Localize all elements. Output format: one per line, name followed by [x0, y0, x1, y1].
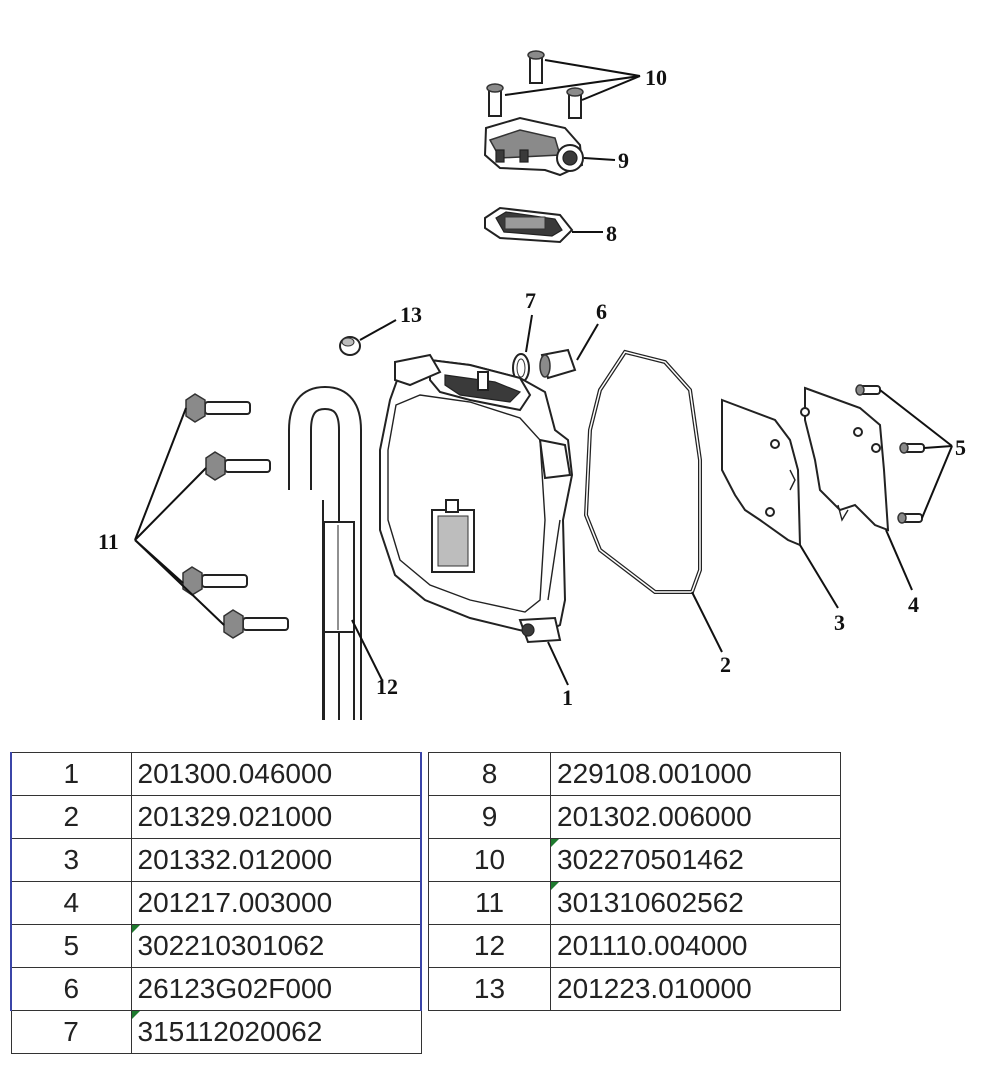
callout-6: 6 [576, 299, 607, 361]
part-number: 4 [10, 881, 132, 925]
part-number: 9 [428, 795, 551, 839]
callout-1: 1 [547, 641, 573, 710]
part-code: 201332.012000 [130, 838, 422, 882]
svg-text:2: 2 [720, 652, 731, 677]
part-number: 8 [428, 752, 551, 796]
part-11-bolts [182, 393, 289, 639]
callout-4: 4 [885, 529, 919, 617]
svg-text:4: 4 [908, 592, 919, 617]
callout-11: 11 [98, 407, 225, 626]
part-code: 201223.010000 [550, 967, 841, 1011]
part-code: 229108.001000 [550, 752, 841, 796]
part-code: 26123G02F000 [130, 967, 422, 1011]
svg-text:13: 13 [400, 302, 422, 327]
part-number: 12 [428, 924, 551, 968]
part-code: 201217.003000 [130, 881, 422, 925]
part-number: 2 [10, 795, 132, 839]
part-number: 3 [10, 838, 132, 882]
part-number: 11 [428, 881, 551, 925]
callout-7: 7 [525, 288, 536, 353]
part-number: 7 [10, 1010, 132, 1054]
svg-text:5: 5 [955, 435, 966, 460]
svg-text:11: 11 [98, 529, 119, 554]
part-7-o-ring [512, 353, 530, 383]
part-code: 201302.006000 [550, 795, 841, 839]
part-number: 1 [10, 752, 132, 796]
comment-flag-icon [131, 1011, 140, 1019]
comment-flag-icon [551, 839, 559, 847]
callout-13: 13 [359, 302, 422, 341]
part-code: 302270501462 [557, 844, 744, 875]
callout-12: 12 [351, 619, 398, 699]
svg-text:6: 6 [596, 299, 607, 324]
svg-text:10: 10 [645, 65, 667, 90]
part-code: 201329.021000 [130, 795, 422, 839]
part-13-cap [339, 336, 361, 356]
svg-text:8: 8 [606, 221, 617, 246]
part-2-gasket [583, 349, 702, 594]
svg-text:12: 12 [376, 674, 398, 699]
part-number: 13 [428, 967, 551, 1011]
callout-5: 5 [879, 389, 966, 519]
part-8-plate [484, 206, 574, 244]
callout-8: 8 [572, 221, 617, 246]
part-3-plate [721, 398, 802, 547]
svg-text:1: 1 [562, 685, 573, 710]
callout-9: 9 [583, 148, 629, 173]
part-4-plate [800, 386, 890, 532]
part-code: 302210301062 [137, 930, 325, 961]
exploded-parts-diagram: 10 9 8 13 7 [98, 50, 966, 720]
part-9-bracket [483, 116, 584, 177]
svg-text:9: 9 [618, 148, 629, 173]
comment-flag-icon [551, 882, 559, 890]
callout-10: 10 [504, 59, 667, 101]
part-10-bolts [486, 50, 584, 119]
part-number: 5 [10, 924, 132, 968]
part-5-screws [855, 384, 925, 524]
comment-flag-icon [131, 925, 140, 933]
part-code: 201110.004000 [550, 924, 841, 968]
part-code: 315112020062 [137, 1016, 323, 1047]
part-12-hose [288, 385, 362, 720]
part-number: 10 [428, 838, 551, 882]
part-code: 201300.046000 [130, 752, 422, 796]
callout-2: 2 [691, 591, 731, 677]
part-code: 301310602562 [557, 887, 744, 918]
svg-text:3: 3 [834, 610, 845, 635]
callout-3: 3 [799, 544, 845, 635]
part-6-sleeve [539, 348, 577, 380]
svg-text:7: 7 [525, 288, 536, 313]
part-1-housing [379, 353, 574, 644]
part-number: 6 [10, 967, 132, 1011]
